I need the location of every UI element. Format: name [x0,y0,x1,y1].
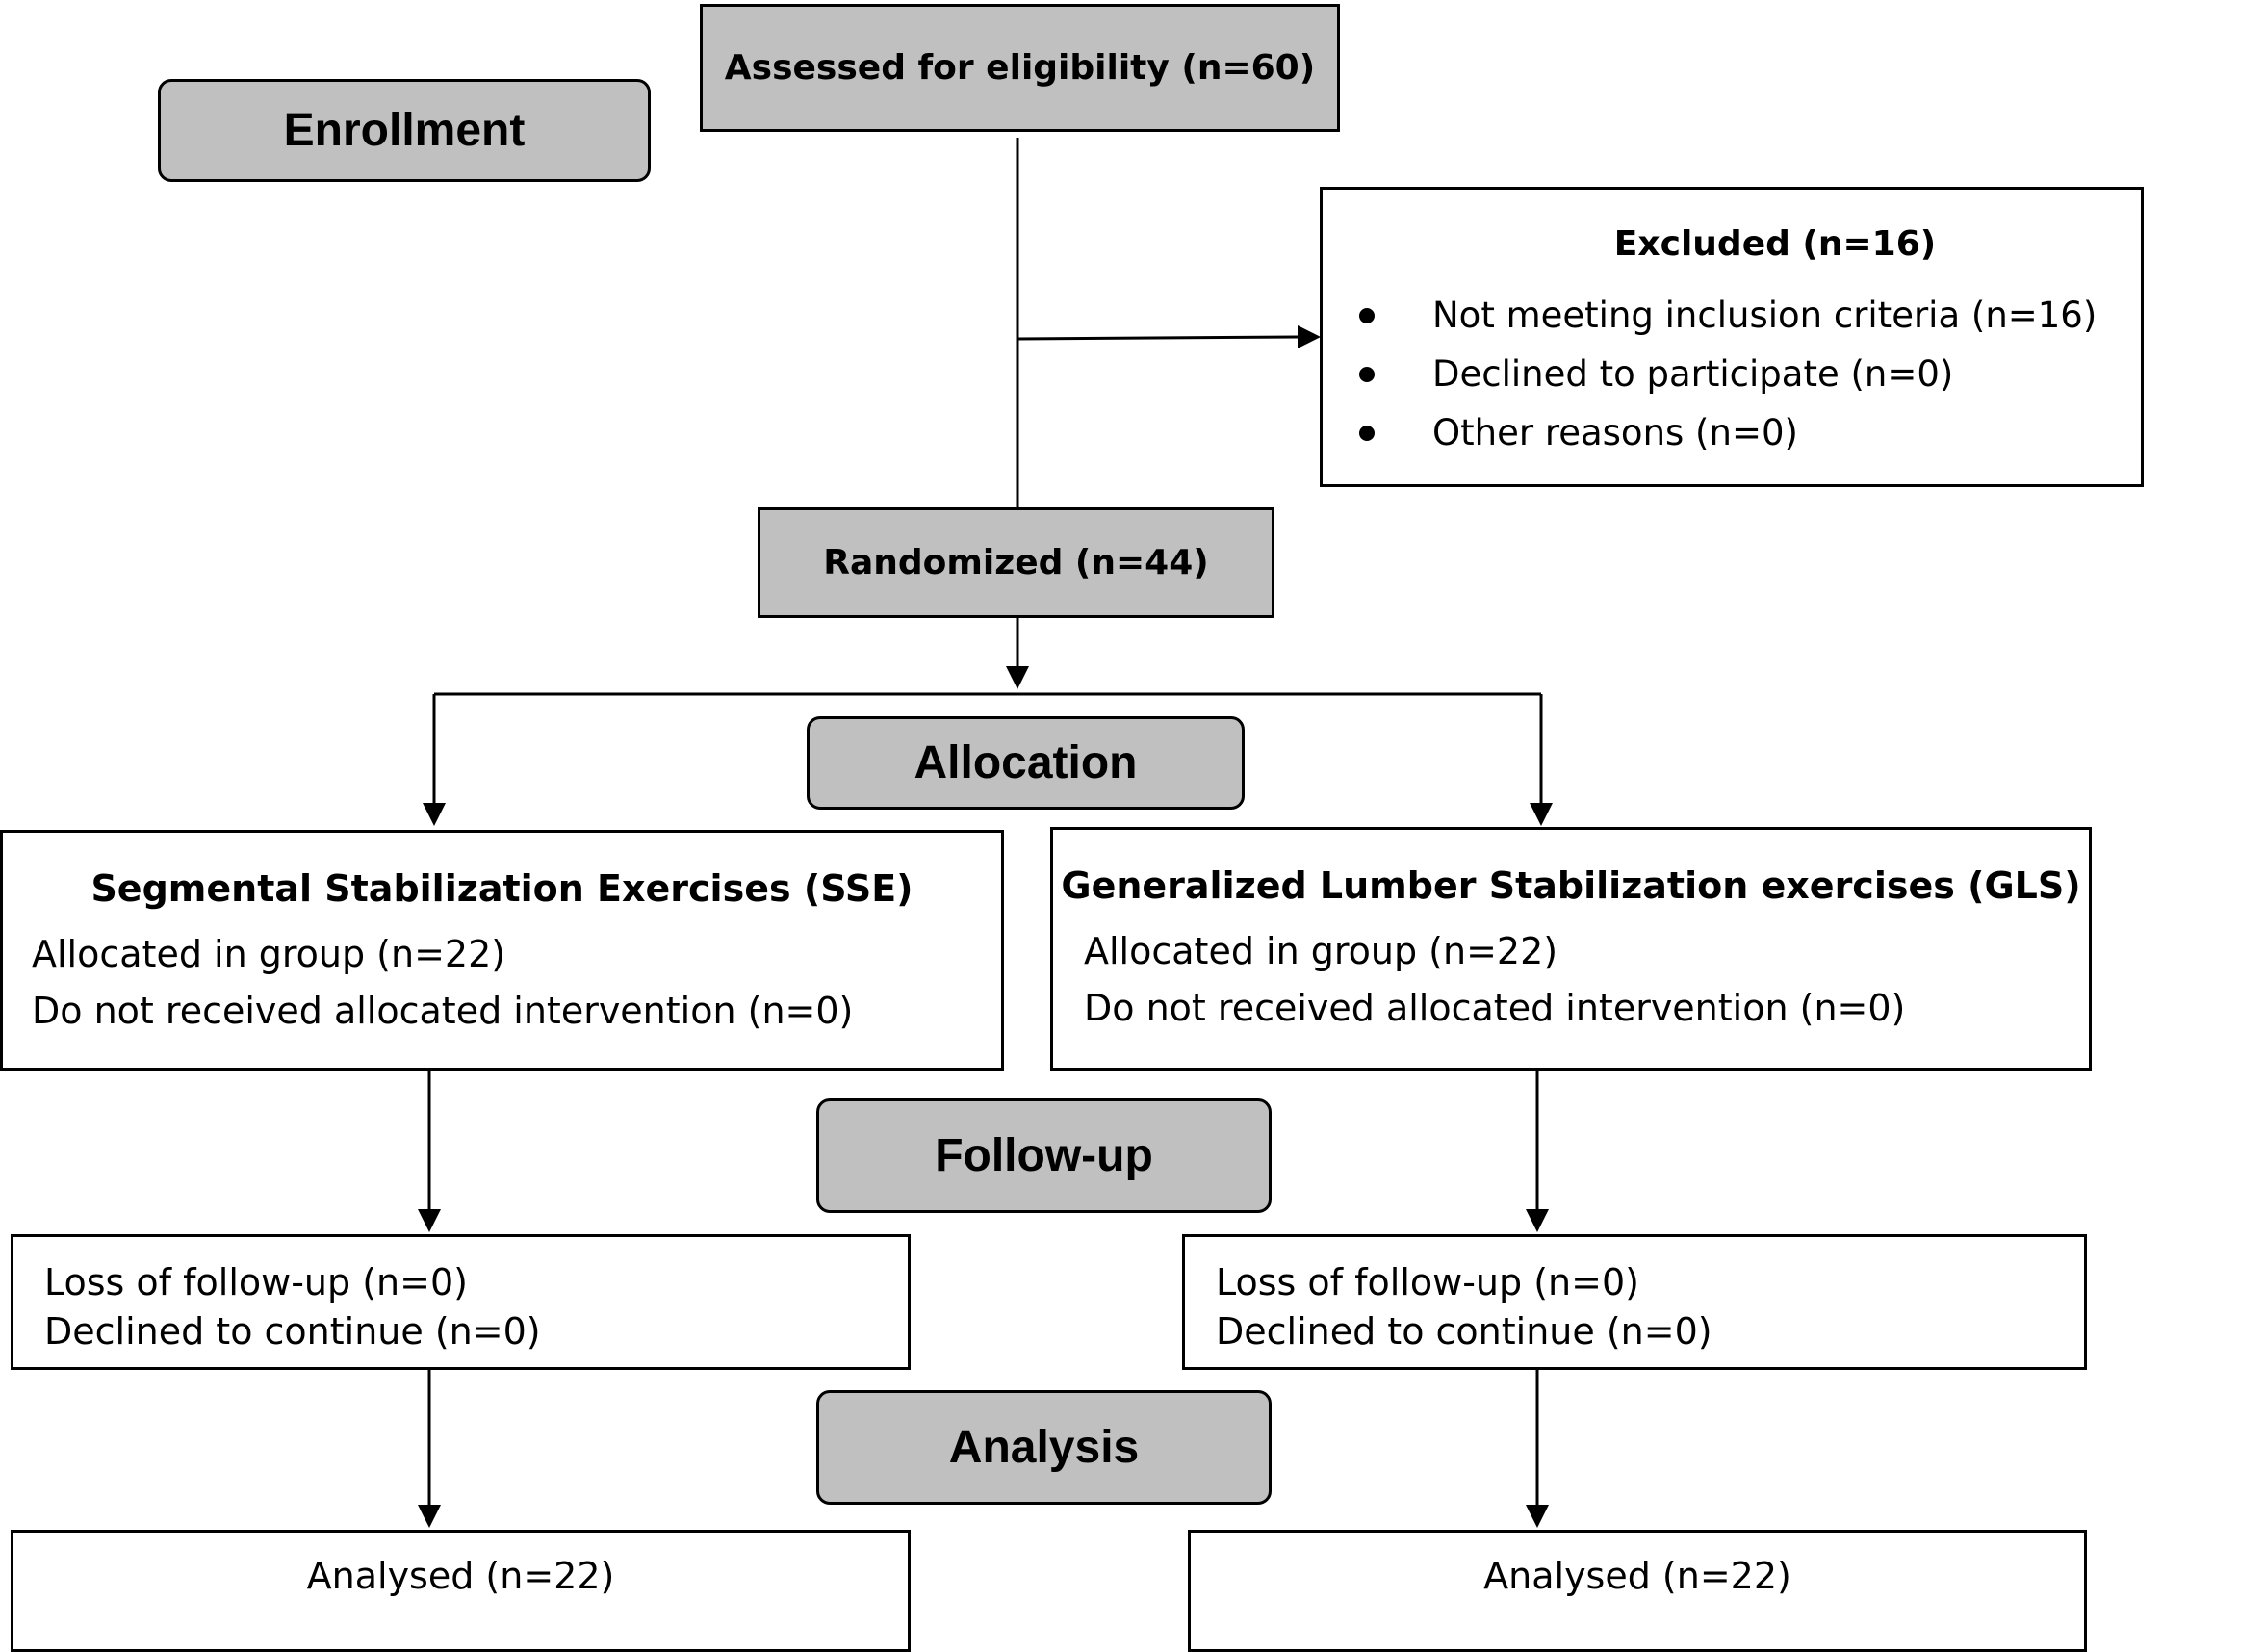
excluded-item-label: Not meeting inclusion criteria (n=16) [1432,295,2098,336]
stage-follow-up: Follow-up [816,1098,1272,1213]
arrowhead-sse-followup [418,1209,441,1232]
randomized-box: Randomized (n=44) [758,507,1274,618]
connector-to-excluded [1017,335,1299,341]
excluded-item: Declined to participate (n=0) [1330,345,2097,403]
arrowhead-left-analysis [418,1505,441,1528]
gls-declined: Declined to continue (n=0) [1216,1310,1712,1353]
sse-declined: Declined to continue (n=0) [44,1310,541,1353]
arrowhead-sse [423,803,446,826]
gls-title: Generalized Lumber Stabilization exercis… [1061,865,2081,907]
gls-loss: Loss of follow-up (n=0) [1216,1261,1639,1304]
gls-analysed: Analysed (n=22) [1483,1555,1791,1597]
assessed-box: Assessed for eligibility (n=60) [700,4,1340,132]
excluded-title: Excluded (n=16) [1613,224,1937,264]
arrowhead-excluded [1298,325,1321,348]
bullet-icon [1359,307,1375,323]
gls-not-received: Do not received allocated intervention (… [1084,987,1906,1029]
sse-analysed: Analysed (n=22) [306,1555,615,1597]
gls-analysis-box: Analysed (n=22) [1188,1530,2087,1652]
sse-not-received: Do not received allocated intervention (… [32,990,854,1032]
excluded-list: Not meeting inclusion criteria (n=16) De… [1330,286,2097,462]
excluded-item-label: Declined to participate (n=0) [1432,353,1954,395]
excluded-item: Other reasons (n=0) [1330,403,2097,462]
arrowhead-gls-followup [1526,1209,1549,1232]
gls-allocation-box: Generalized Lumber Stabilization exercis… [1050,827,2092,1071]
bullet-icon [1359,366,1375,382]
sse-loss: Loss of follow-up (n=0) [44,1261,468,1304]
arrowhead-randomized-split [1006,666,1029,689]
excluded-item-label: Other reasons (n=0) [1432,412,1798,453]
stage-allocation: Allocation [807,716,1245,810]
excluded-item: Not meeting inclusion criteria (n=16) [1330,286,2097,345]
sse-title: Segmental Stabilization Exercises (SSE) [90,867,914,910]
sse-allocated: Allocated in group (n=22) [32,933,506,975]
gls-follow-up-box: Loss of follow-up (n=0) Declined to cont… [1182,1234,2087,1370]
sse-analysis-box: Analysed (n=22) [11,1530,911,1652]
sse-allocation-box: Segmental Stabilization Exercises (SSE) … [0,830,1004,1071]
gls-allocated: Allocated in group (n=22) [1084,930,1558,972]
arrowhead-gls [1530,803,1553,826]
excluded-box: Excluded (n=16) Not meeting inclusion cr… [1320,187,2144,487]
stage-enrollment: Enrollment [158,79,651,182]
sse-follow-up-box: Loss of follow-up (n=0) Declined to cont… [11,1234,911,1370]
bullet-icon [1359,425,1375,441]
stage-analysis: Analysis [816,1390,1272,1505]
randomized-label: Randomized (n=44) [823,543,1209,582]
assessed-label: Assessed for eligibility (n=60) [724,48,1316,88]
arrowhead-right-analysis [1526,1505,1549,1528]
